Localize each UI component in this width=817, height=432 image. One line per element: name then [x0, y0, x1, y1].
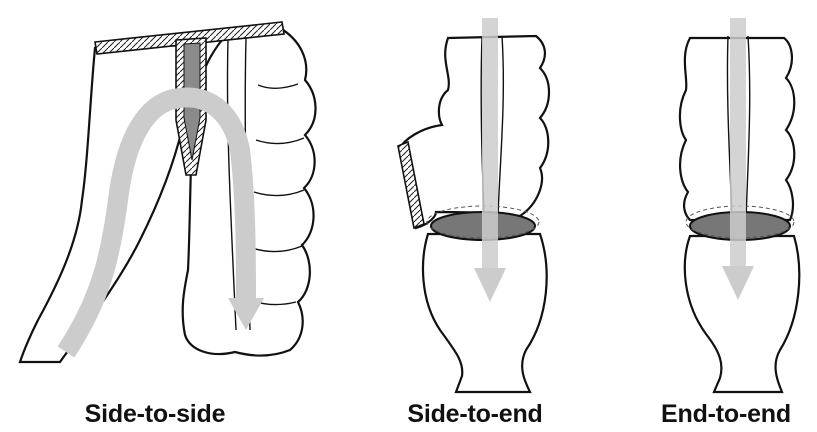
panel-end-to-end [680, 18, 799, 392]
label-side-to-side: Side-to-side [50, 397, 260, 431]
bowel-upper [400, 36, 549, 228]
label-side-to-end: Side-to-end [370, 397, 580, 431]
panel-side-to-end [398, 18, 549, 392]
panel-side-to-side [20, 22, 316, 362]
label-end-to-end: End-to-end [636, 397, 816, 431]
